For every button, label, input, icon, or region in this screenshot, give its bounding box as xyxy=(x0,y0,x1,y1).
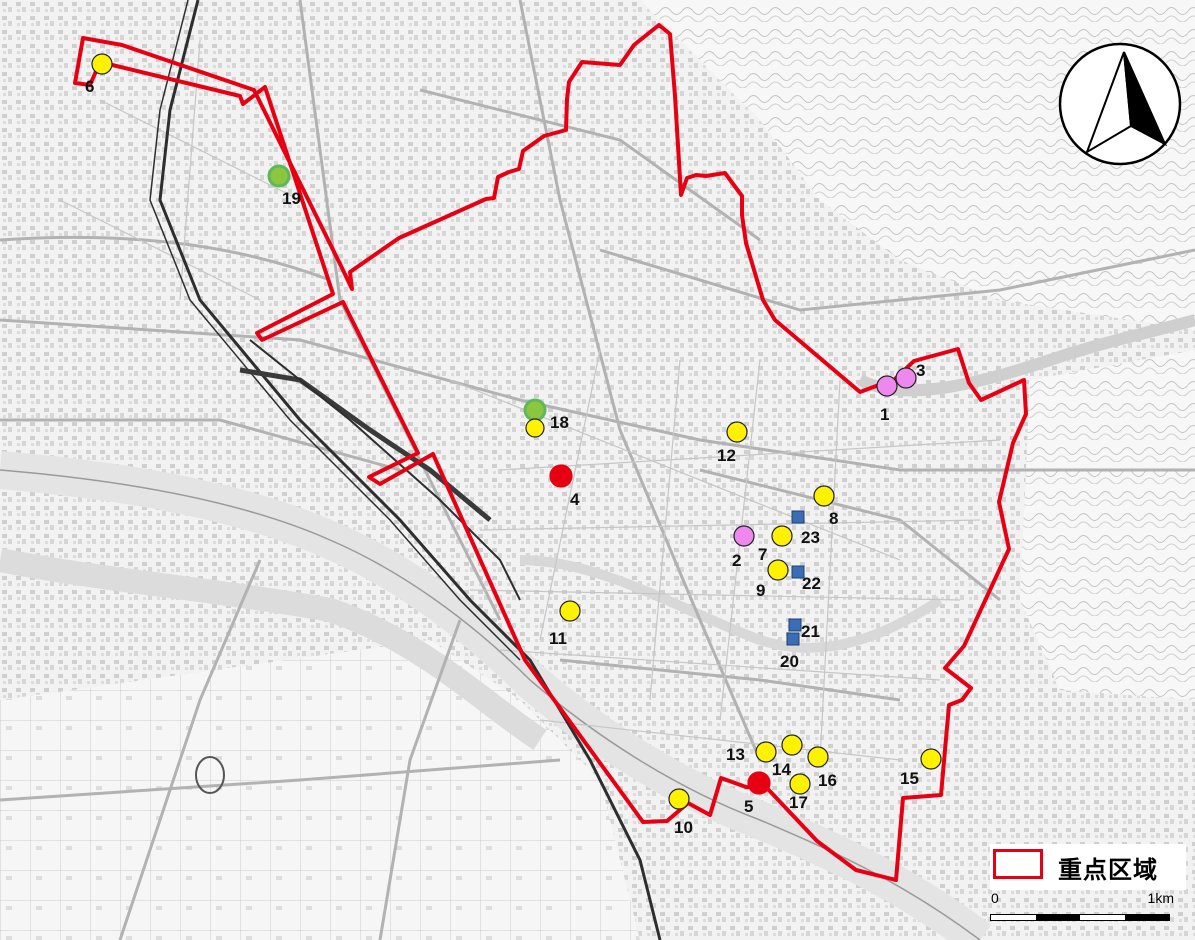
red-circle-marker-icon xyxy=(549,464,573,488)
marker-4[interactable]: 4 xyxy=(549,464,580,509)
yellow-circle-marker-icon xyxy=(920,748,942,770)
marker-label: 13 xyxy=(726,745,745,764)
marker-9[interactable]: 9 xyxy=(756,559,789,600)
marker-12[interactable]: 12 xyxy=(717,421,748,465)
yellow-circle-marker-icon xyxy=(726,421,748,443)
pink-circle-marker-icon xyxy=(876,375,898,397)
marker-label: 5 xyxy=(744,797,753,816)
marker-10[interactable]: 10 xyxy=(668,788,693,837)
marker-5[interactable]: 5 xyxy=(744,771,771,816)
marker-label: 16 xyxy=(818,771,837,790)
scale-start-label: 0 xyxy=(991,890,999,906)
marker-7[interactable]: 7 xyxy=(758,525,793,564)
marker-1[interactable]: 1 xyxy=(876,375,898,424)
marker-23[interactable]: 23 xyxy=(791,510,820,547)
yellow-circle-marker-icon xyxy=(767,559,789,581)
marker-label: 14 xyxy=(772,760,791,779)
marker-label: 11 xyxy=(549,629,567,648)
marker-label: 6 xyxy=(85,77,94,96)
pink-circle-marker-icon xyxy=(895,367,917,389)
compass xyxy=(1058,42,1182,166)
green-circle-marker-icon xyxy=(267,164,291,188)
marker-label: 3 xyxy=(916,361,925,380)
marker-8[interactable]: 8 xyxy=(813,485,838,528)
yellow-circle-marker-icon xyxy=(789,773,811,795)
marker-label: 18 xyxy=(550,413,569,432)
marker-label: 23 xyxy=(801,528,820,547)
marker-6[interactable]: 6 xyxy=(85,53,113,96)
marker-label: 9 xyxy=(756,581,765,600)
marker-label: 2 xyxy=(732,551,741,570)
blue-square-marker-icon xyxy=(791,510,805,524)
marker-label: 4 xyxy=(570,490,580,509)
marker-label: 12 xyxy=(717,446,736,465)
legend-label: 重点区域 xyxy=(1058,856,1158,884)
north-arrow-shade-icon xyxy=(1123,51,1168,147)
blue-square-marker-icon xyxy=(791,565,805,579)
yellow-circle-marker-icon xyxy=(525,418,545,438)
marker-20[interactable]: 20 xyxy=(780,632,800,671)
scale-bar: 0 1km xyxy=(990,890,1186,932)
priority-area-boundary xyxy=(73,23,1028,882)
yellow-circle-marker-icon xyxy=(755,741,777,763)
legend: 重点区域 xyxy=(990,844,1186,890)
marker-17[interactable]: 17 xyxy=(789,773,811,812)
red-circle-marker-icon xyxy=(747,771,771,795)
green-circle-marker-icon xyxy=(523,398,547,422)
marker-label: 19 xyxy=(282,189,301,208)
scale-segment xyxy=(1080,915,1125,920)
marker-11[interactable]: 11 xyxy=(549,600,581,648)
scale-segment xyxy=(1124,915,1169,920)
marker-label: 20 xyxy=(780,652,799,671)
blue-square-marker-icon xyxy=(788,618,802,632)
marker-15[interactable]: 15 xyxy=(900,748,942,788)
marker-label: 15 xyxy=(900,769,919,788)
marker-13[interactable]: 13 xyxy=(726,741,777,764)
marker-label: 8 xyxy=(829,509,838,528)
yellow-circle-marker-icon xyxy=(668,788,690,810)
marker-label: 17 xyxy=(789,793,808,812)
marker-21[interactable]: 21 xyxy=(788,618,820,641)
marker-19[interactable]: 19 xyxy=(267,164,301,208)
marker-label: 10 xyxy=(674,818,693,837)
marker-18[interactable]: 18 xyxy=(523,398,569,438)
yellow-circle-marker-icon xyxy=(813,485,835,507)
scale-segment xyxy=(991,915,1036,920)
marker-3[interactable]: 3 xyxy=(895,361,925,389)
scale-end-label: 1km xyxy=(1147,890,1174,906)
marker-label: 7 xyxy=(758,545,767,564)
marker-22[interactable]: 22 xyxy=(791,565,821,593)
marker-14[interactable]: 14 xyxy=(772,734,803,779)
yellow-circle-marker-icon xyxy=(771,525,793,547)
yellow-circle-marker-icon xyxy=(91,53,113,75)
scale-segment xyxy=(1035,915,1080,920)
marker-label: 1 xyxy=(880,405,889,424)
scale-track xyxy=(990,914,1170,921)
yellow-circle-marker-icon xyxy=(559,600,581,622)
marker-16[interactable]: 16 xyxy=(807,746,837,790)
marker-label: 22 xyxy=(802,574,821,593)
priority-area-swatch-icon xyxy=(993,849,1043,879)
marker-label: 21 xyxy=(801,622,820,641)
yellow-circle-marker-icon xyxy=(781,734,803,756)
marker-2[interactable]: 2 xyxy=(732,525,755,570)
pink-circle-marker-icon xyxy=(733,525,755,547)
yellow-circle-marker-icon xyxy=(807,746,829,768)
blue-square-marker-icon xyxy=(786,632,800,646)
